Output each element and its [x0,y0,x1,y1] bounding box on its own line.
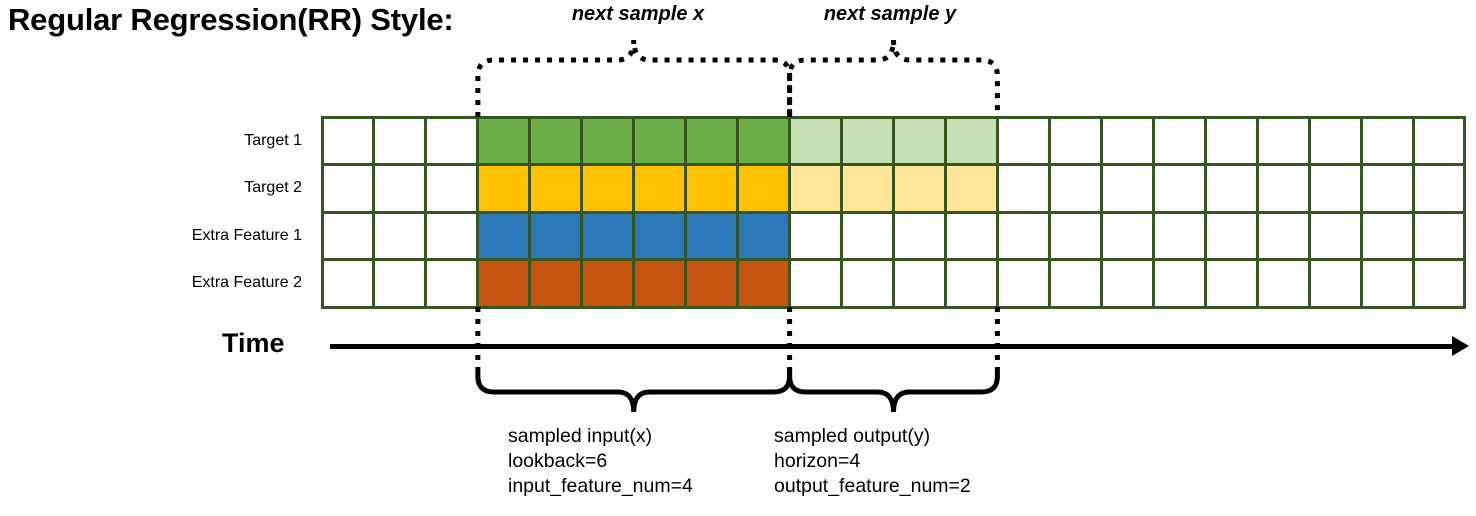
grid-cell-empty [424,258,480,309]
sampled-output-horizon: horizon=4 [774,450,861,472]
time-axis-arrowhead [1452,336,1469,356]
sampled-output-brace [787,368,1000,413]
grid-row [320,258,1467,309]
grid-cell-empty [1411,210,1467,261]
grid-row [320,163,1467,214]
sampled-input-title: sampled input(x) [508,425,653,447]
grid-cell-empty [995,258,1051,309]
grid-cell-input [736,258,792,309]
grid-row [320,210,1467,261]
grid-cell-empty [372,258,428,309]
sampled-input-lookback: lookback=6 [508,450,608,472]
grid-row [320,115,1467,166]
sampled-output-caption: sampled output(y) horizon=4 output_featu… [774,424,971,499]
next-sample-x-brace [475,39,793,117]
grid-cell-input [632,258,688,309]
time-axis-label: Time [222,328,285,358]
grid-cell-empty [1411,163,1467,214]
next-sample-y-brace [787,39,1000,117]
next-sample-x-label: next sample x [571,3,705,25]
grid-cell-input [736,210,792,261]
next-sample-y-label: next sample y [823,3,957,25]
sampled-input-caption: sampled input(x) lookback=6 input_featur… [508,424,693,499]
row-label-target-2: Target 2 [244,179,302,197]
grid-cell-empty [1203,115,1259,166]
page-title: Regular Regression(RR) Style: [8,2,454,37]
row-label-target-1: Target 1 [244,131,302,149]
row-label-extra-feature-1: Extra Feature 1 [191,226,302,244]
grid-cell-empty [320,258,376,309]
sampled-input-featurenum: input_feature_num=4 [508,475,693,497]
grid-cell-empty [1307,258,1363,309]
row-label-column: Target 1 Target 2 Extra Feature 1 Extra … [0,117,312,307]
sampled-output-featurenum: output_feature_num=2 [774,475,971,497]
time-axis-line [330,344,1458,349]
grid-cell-empty [891,258,947,309]
grid-cell-empty [840,210,895,261]
grid-cell-empty [1203,258,1259,309]
grid-cell-empty [1255,210,1311,261]
sampled-output-title: sampled output(y) [774,425,931,447]
row-label-extra-feature-2: Extra Feature 2 [191,274,302,292]
sampled-input-brace [475,368,793,413]
timeseries-grid [320,115,1467,309]
grid-cell-empty [1411,258,1467,309]
